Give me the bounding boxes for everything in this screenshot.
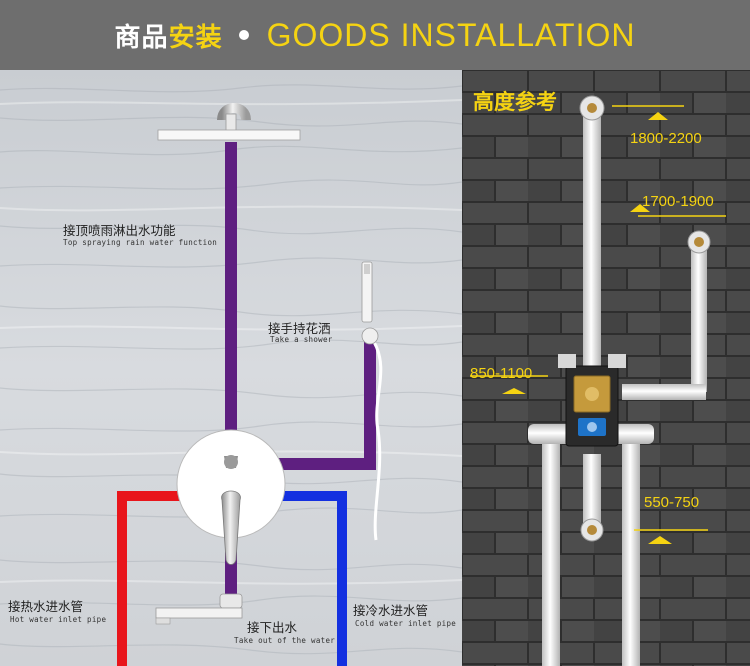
hot-water-pipe xyxy=(117,491,196,666)
brick-wall-panel: 高度参考 1800-2200 1700-1900 850-1100 550-75… xyxy=(462,70,750,666)
hand-shower-label-cn: 接手持花洒 xyxy=(268,321,331,336)
top-spray-label-en: Top spraying rain water function xyxy=(63,238,218,247)
shower-head-icon xyxy=(157,103,301,141)
height-label-4: 550-750 xyxy=(644,494,700,511)
hand-shower-label-en: Take a shower xyxy=(270,335,333,344)
cold-inlet-label-cn: 接冷水进水管 xyxy=(353,603,429,618)
measurement-arrows xyxy=(470,105,726,544)
hand-shower-pipe xyxy=(262,332,376,470)
height-label-3: 850-1100 xyxy=(470,365,533,382)
cold-inlet-label-en: Cold water inlet pipe xyxy=(355,619,457,628)
height-label-1: 1800-2200 xyxy=(630,130,702,147)
hot-inlet-vertical xyxy=(542,434,560,666)
bottom-outlet-label-cn: 接下出水 xyxy=(247,620,298,635)
banner-title-en: GOODS INSTALLATION xyxy=(266,16,636,53)
height-reference-title: 高度参考 xyxy=(473,90,557,114)
height-reference-diagram xyxy=(462,70,750,666)
banner-title-cn-yellow: 安装 xyxy=(168,22,223,53)
banner-title-cn-white: 商品 xyxy=(114,22,169,53)
handheld-shower-icon xyxy=(361,261,383,541)
banner: 商品 安装 GOODS INSTALLATION xyxy=(0,0,750,70)
banner-dot xyxy=(238,30,249,40)
riser-pipe-top xyxy=(583,108,601,378)
mixer-valve-icon xyxy=(176,429,286,565)
lower-outlet-pipe xyxy=(583,454,601,530)
top-spray-label-cn: 接顶喷雨淋出水功能 xyxy=(63,223,176,238)
bath-spout-icon xyxy=(155,593,243,625)
riser-pipe-hand xyxy=(691,242,707,392)
hot-inlet-label-cn: 接热水进水管 xyxy=(8,599,84,614)
cold-water-pipe xyxy=(266,491,347,666)
cold-inlet-vertical xyxy=(622,434,640,666)
hand-connector-pipe xyxy=(622,384,706,400)
valve-box-icon xyxy=(558,354,626,447)
hot-inlet-label-en: Hot water inlet pipe xyxy=(10,615,107,624)
bottom-outlet-label-en: Take out of the water xyxy=(234,636,336,645)
pipe-diagram xyxy=(0,70,462,666)
height-label-2: 1700-1900 xyxy=(642,193,714,210)
marble-diagram-panel: 接顶喷雨淋出水功能 Top spraying rain water functi… xyxy=(0,70,462,666)
